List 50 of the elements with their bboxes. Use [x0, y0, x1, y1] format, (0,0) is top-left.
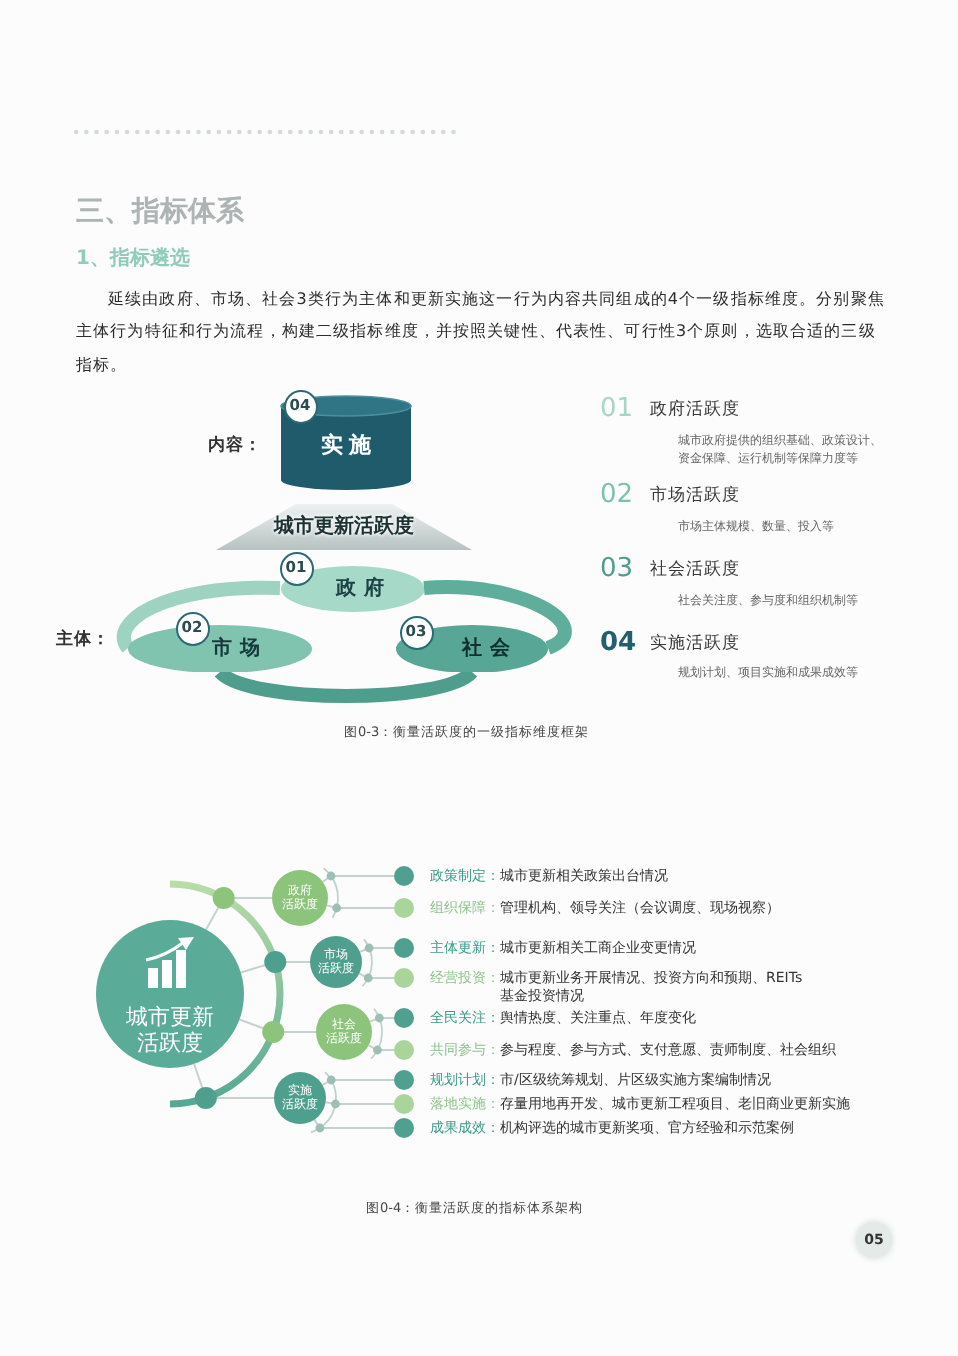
curved-line: [370, 1007, 383, 1060]
curved-band: [423, 580, 572, 655]
row-label: 主体：: [56, 630, 110, 651]
connector-line: [326, 904, 395, 909]
node-label: 市场: [210, 638, 270, 662]
list-heading: 市场活跃度: [650, 486, 740, 507]
circle-node: [96, 920, 244, 1068]
connector-line: [358, 947, 395, 953]
list-number: 03: [600, 554, 634, 586]
circle-node: [310, 936, 362, 988]
connector-line: [324, 1101, 395, 1105]
node-label: 城市更新活跃度: [124, 1004, 216, 1056]
connector-line: [239, 961, 311, 974]
circle-node: [316, 1004, 372, 1060]
curved-line: [361, 938, 373, 988]
row-label: 内容：: [208, 436, 262, 457]
list-number: 02: [600, 480, 634, 512]
connector-line: [321, 1079, 395, 1086]
connector-line: [193, 1062, 275, 1099]
node-label: 实施: [319, 432, 379, 460]
list-number: 04: [600, 628, 637, 660]
curved-line: [309, 1071, 337, 1134]
subsection-title: 1、指标遴选: [76, 248, 190, 272]
circle-node: [272, 870, 328, 926]
connector-line: [358, 972, 395, 979]
connector-line: [205, 897, 273, 931]
curved-band: [117, 580, 281, 652]
connector-line: [313, 1118, 395, 1129]
oval-node: [128, 611, 312, 672]
connector-line: [367, 1044, 395, 1051]
connector-line: [238, 1018, 317, 1033]
list-heading: 实施活跃度: [650, 634, 740, 655]
paragraph: 延续由政府、市场、社会3类行为主体和更新实施这一行为内容共同组成的4个一级指标维度。分别聚焦主体行为特征和行为流程，构建二级指标维度，并按照关键性、代表性、可行性3个原则，选取合适的三级指标。: [76, 287, 885, 378]
oval-node: [396, 615, 548, 672]
list-heading: 政府活跃度: [650, 400, 740, 421]
section-title: 三、指标体系: [76, 196, 244, 230]
connector-line: [369, 1017, 395, 1023]
node-label: 城市更新活跃度: [271, 516, 416, 540]
curved-line: [322, 867, 339, 919]
circle-node: [274, 1072, 326, 1124]
list-heading: 社会活跃度: [650, 560, 740, 581]
curved-band: [215, 666, 477, 703]
oval-node: [279, 551, 424, 611]
roof-banner: [216, 502, 472, 550]
cylinder: [280, 388, 412, 492]
curved-line: [169, 880, 284, 1108]
list-number: 01: [600, 394, 634, 426]
node-label: 政府: [333, 578, 394, 602]
node-label: 社会: [459, 638, 520, 662]
connector-line: [321, 875, 395, 883]
